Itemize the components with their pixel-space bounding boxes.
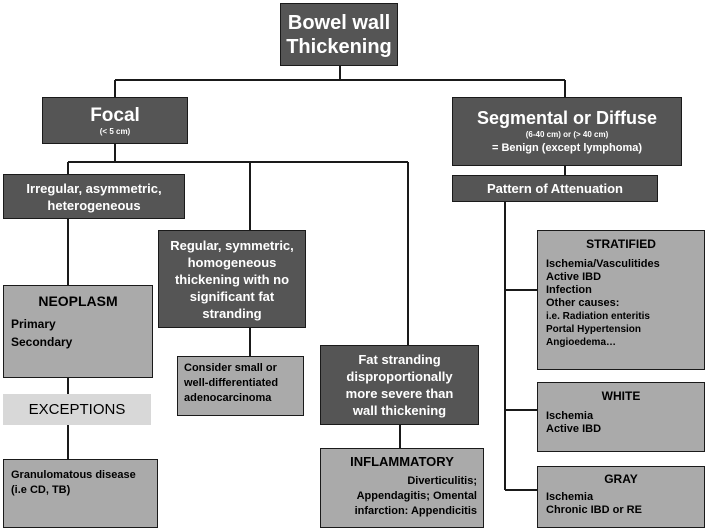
consider-line3: adenocarcinoma — [184, 392, 272, 404]
bowel-wall-thickening-node: Bowel wall Thickening — [280, 3, 398, 66]
irregular-node: Irregular, asymmetric, heterogeneous — [3, 174, 185, 219]
regular-symmetric-node: Regular, symmetric, homogeneous thickeni… — [158, 230, 306, 328]
neoplasm-primary: Primary — [11, 317, 56, 331]
inflammatory-title: INFLAMMATORY — [350, 454, 454, 469]
list-item: Active IBD — [546, 423, 602, 435]
fat-stranding-line4: wall thickening — [352, 403, 447, 418]
focal-size: (< 5 cm) — [99, 126, 131, 136]
fat-stranding-line2: disproportionally — [346, 369, 453, 384]
inflammatory-line1: Diverticulitis; — [407, 475, 477, 487]
white-title: WHITE — [601, 389, 641, 403]
consider-line1: Consider small or — [184, 362, 277, 374]
segmental-note: = Benign (except lymphoma) — [491, 142, 643, 154]
root-title-line1: Bowel wall — [287, 11, 391, 34]
neoplasm-title: NEOPLASM — [38, 293, 118, 309]
white-node: WHITE Ischemia Active IBD — [537, 382, 705, 452]
irregular-line2: heterogeneous — [47, 197, 141, 213]
list-item: Chronic IBD or RE — [546, 504, 642, 516]
stratified-list: Ischemia/Vasculitides Active IBD Infecti… — [546, 258, 696, 349]
list-item: Active IBD — [546, 271, 602, 283]
list-item: Ischemia — [546, 410, 594, 422]
pattern-of-attenuation-node: Pattern of Attenuation — [452, 175, 658, 202]
fat-stranding-line3: more severe than — [345, 386, 454, 401]
list-item: Infection — [546, 284, 592, 296]
gray-list: Ischemia Chronic IBD or RE — [546, 491, 696, 517]
attenuation-title: Pattern of Attenuation — [486, 180, 623, 196]
gray-title: GRAY — [604, 472, 638, 486]
list-item: Other causes: — [546, 297, 620, 309]
root-title-line2: Thickening — [286, 35, 392, 58]
exceptions-text: EXCEPTIONS — [28, 400, 126, 418]
list-item: i.e. Radiation enteritis — [546, 311, 650, 322]
regular-line3: thickening with no — [174, 271, 290, 287]
consider-adenocarcinoma-node: Consider small or well-differentiated ad… — [177, 356, 304, 416]
inflammatory-node: INFLAMMATORY Diverticulitis; Appendagiti… — [320, 448, 484, 528]
granulomatous-line2: (i.e CD, TB) — [11, 484, 71, 496]
neoplasm-secondary: Secondary — [11, 335, 73, 349]
fat-stranding-line1: Fat stranding — [358, 352, 441, 367]
granulomatous-line1: Granulomatous disease — [11, 469, 136, 481]
focal-title: Focal — [90, 104, 140, 126]
inflammatory-line2: Appendagitis; Omental — [356, 490, 477, 502]
gray-node: GRAY Ischemia Chronic IBD or RE — [537, 466, 705, 528]
exceptions-label: EXCEPTIONS — [3, 394, 151, 425]
neoplasm-node: NEOPLASM Primary Secondary — [3, 285, 153, 378]
segmental-diffuse-node: Segmental or Diffuse (6-40 cm) or (> 40 … — [452, 97, 682, 166]
list-item: Ischemia/Vasculitides — [546, 258, 660, 270]
stratified-node: STRATIFIED Ischemia/Vasculitides Active … — [537, 230, 705, 370]
regular-line5: stranding — [202, 305, 262, 321]
list-item: Angioedema… — [546, 337, 617, 348]
fat-stranding-node: Fat stranding disproportionally more sev… — [320, 345, 479, 425]
inflammatory-line3: infarction: Appendicitis — [354, 505, 477, 517]
stratified-title: STRATIFIED — [586, 237, 656, 251]
segmental-title: Segmental or Diffuse — [476, 108, 658, 128]
granulomatous-node: Granulomatous disease (i.e CD, TB) — [3, 459, 158, 528]
segmental-size: (6-40 cm) or (> 40 cm) — [525, 130, 609, 139]
regular-line1: Regular, symmetric, — [170, 237, 294, 253]
irregular-line1: Irregular, asymmetric, — [26, 180, 162, 196]
consider-line2: well-differentiated — [184, 377, 279, 389]
focal-node: Focal (< 5 cm) — [42, 97, 188, 144]
list-item: Portal Hypertension — [546, 324, 642, 335]
white-list: Ischemia Active IBD — [546, 410, 696, 436]
regular-line2: homogeneous — [187, 254, 277, 270]
regular-line4: significant fat — [189, 288, 275, 304]
list-item: Ischemia — [546, 491, 594, 503]
